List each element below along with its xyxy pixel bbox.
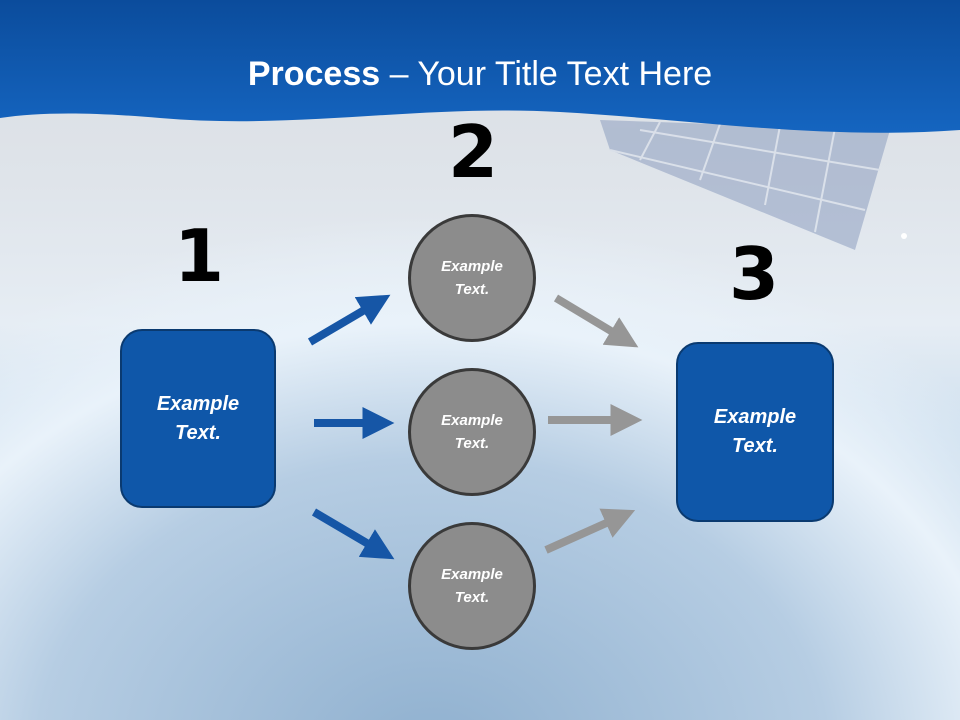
arrow-from-circle-bottom [544, 508, 636, 554]
header-band [0, 0, 960, 133]
slide-title: Process – Your Title Text Here [0, 52, 960, 96]
step-number-3: 3 [728, 232, 780, 316]
title-rest: – Your Title Text Here [380, 55, 713, 93]
circle-top-text: Example Text. [441, 258, 503, 298]
step-number-1: 1 [173, 214, 225, 298]
start-box-text: Example Text. [156, 392, 240, 444]
star-dot [901, 233, 907, 239]
circle-top: Example Text. [408, 214, 536, 342]
circle-bottom: Example Text. [408, 522, 536, 650]
arrow-to-circle-bottom [311, 508, 395, 560]
satellite-panel [600, 120, 890, 250]
arrow-to-circle-top [307, 294, 391, 346]
circle-middle-text: Example Text. [441, 412, 503, 452]
step-number-2: 2 [447, 110, 499, 194]
arrow-from-circle-top [553, 294, 639, 348]
title-bold: Process [247, 55, 381, 93]
end-box: Example Text. [676, 342, 834, 522]
start-box: Example Text. [120, 329, 276, 508]
circle-bottom-text: Example Text. [441, 566, 503, 606]
circle-middle: Example Text. [408, 368, 536, 496]
end-box-text: Example Text. [713, 406, 797, 457]
